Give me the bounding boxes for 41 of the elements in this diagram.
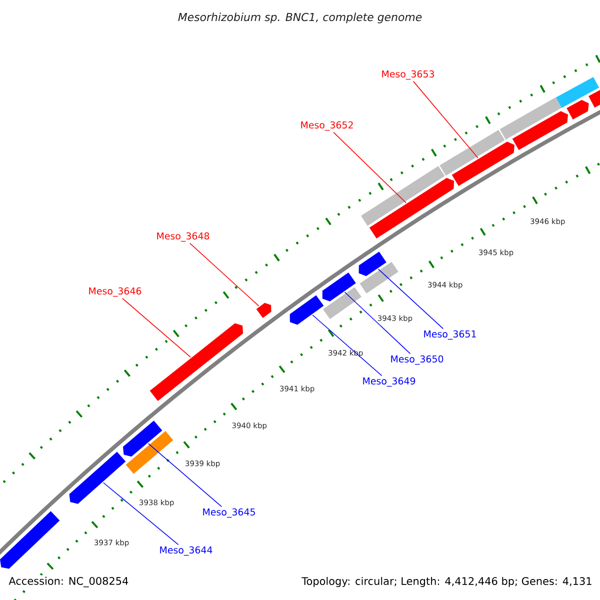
gene-block [69,452,126,504]
leader-line [344,292,411,354]
gene-block [556,77,600,108]
title: Mesorhizobium sp. BNC1, complete genome [178,12,422,24]
gene-label: Meso_3653 [382,70,434,80]
leader-line [148,443,222,508]
leader-line [102,482,179,546]
gene-block [369,178,454,238]
gene-block [358,252,386,276]
gene-block [452,142,514,186]
gene-block [290,295,324,325]
gene-label: Meso_3648 [157,232,210,242]
gene-block [440,130,505,176]
gene-label: Meso_3650 [391,355,444,365]
gene-label: Meso_3651 [424,330,476,340]
gene-block [322,272,356,302]
leader-line [190,242,260,306]
gene-block [566,100,589,120]
leader-line [378,268,444,330]
leader-line [333,132,406,204]
gene-block [360,262,398,294]
gene-block [512,111,568,150]
gene-block [323,287,362,320]
gene-label: Meso_3652 [301,121,353,131]
gene-block [500,97,562,140]
accession-label: Accession: NC_008254 [7,575,130,589]
leader-line [122,298,192,358]
leader-line [412,80,478,158]
gene-label: Meso_3646 [89,287,142,297]
gene-label: Meso_3649 [363,377,416,387]
gene-block [126,430,174,474]
gene-block [150,323,244,401]
gene-label: Meso_3645 [203,508,255,518]
gene-label: Meso_3644 [160,546,212,556]
gene-block [256,302,272,318]
gene-block [361,166,445,226]
gene-block [0,511,60,569]
gene-block [588,90,600,108]
genome-info-label: Topology: circular; Length: 4,412,446 bp; Genes: 4,131 [300,575,594,589]
leader-line [312,314,382,376]
gene-block [122,420,162,457]
